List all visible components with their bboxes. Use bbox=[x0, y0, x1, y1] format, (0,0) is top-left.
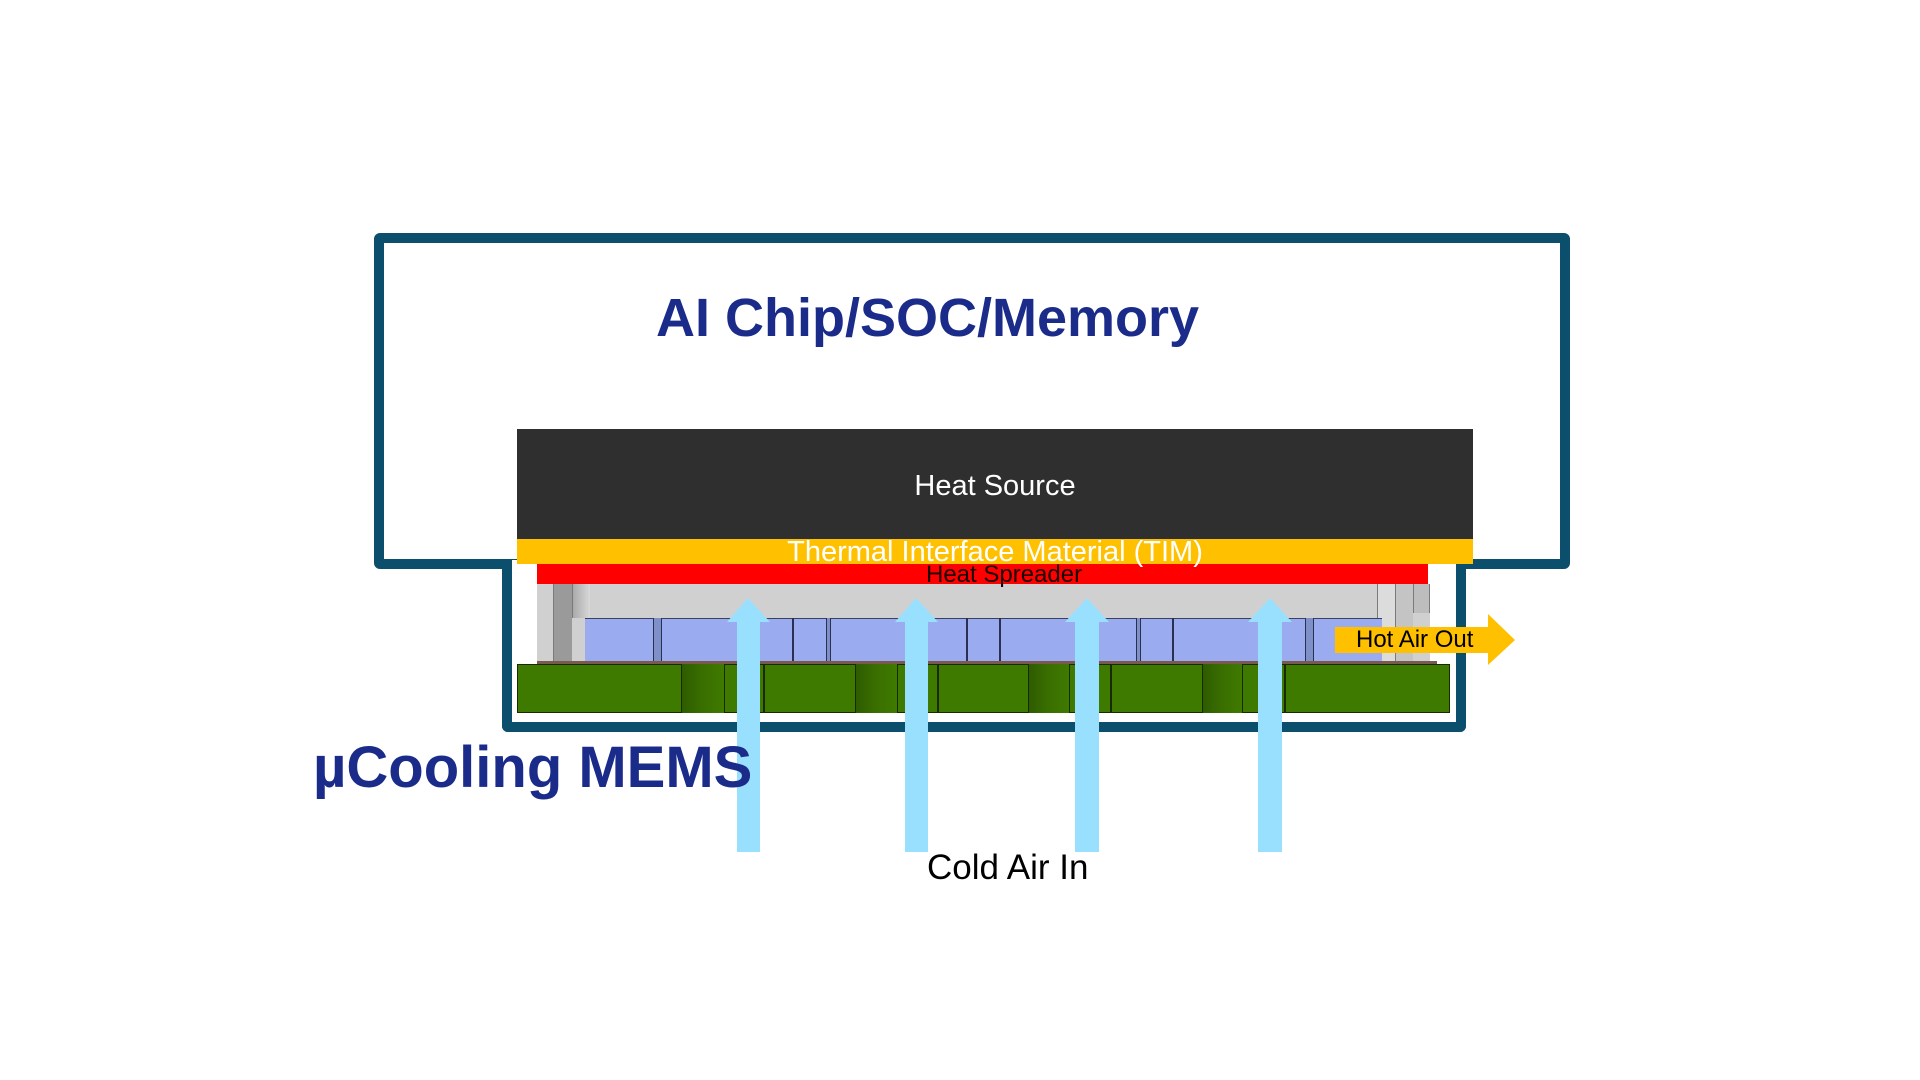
cold-air-arrow-icon bbox=[895, 598, 938, 852]
frame-step-right bbox=[1413, 584, 1430, 613]
mems-label: µCooling MEMS bbox=[313, 735, 753, 800]
actuator-divider bbox=[966, 618, 968, 663]
cold-air-arrow-icon bbox=[1248, 598, 1292, 852]
actuator-divider bbox=[653, 618, 662, 663]
actuator-divider bbox=[792, 618, 794, 663]
pcb-substrate bbox=[517, 664, 1450, 713]
tim-layer: Thermal Interface Material (TIM) bbox=[517, 536, 1473, 568]
pcb-divider bbox=[1284, 664, 1286, 713]
tim-label: Thermal Interface Material (TIM) bbox=[787, 536, 1203, 568]
cold-air-arrow-icon bbox=[1065, 598, 1109, 852]
chip-title: AI Chip/SOC/Memory bbox=[656, 288, 1200, 348]
bond-layer bbox=[537, 661, 1437, 665]
cold-air-in-label: Cold Air In bbox=[927, 848, 1089, 887]
hot-air-arrow-icon bbox=[1335, 614, 1515, 665]
heat-spreader-layer: Heat Spreader bbox=[537, 561, 1428, 588]
hot-air-out-label: Hot Air Out bbox=[1356, 626, 1474, 653]
pcb-divider bbox=[1110, 664, 1112, 713]
actuator-divider bbox=[1172, 618, 1174, 663]
pcb-via bbox=[681, 664, 725, 713]
pcb-via bbox=[855, 664, 898, 713]
cold-air-arrow-icon bbox=[727, 598, 770, 852]
heat-source-block: Heat Source bbox=[517, 429, 1473, 540]
actuator-divider bbox=[1136, 618, 1141, 663]
frame-pillar-gradient bbox=[572, 584, 590, 618]
actuator-divider bbox=[999, 618, 1001, 663]
mems-actuator-layer bbox=[585, 618, 1382, 663]
frame-pillar-left bbox=[553, 584, 572, 664]
actuator-divider bbox=[826, 618, 831, 663]
heat-source-label: Heat Source bbox=[914, 470, 1076, 502]
pcb-divider bbox=[763, 664, 765, 713]
pcb-divider bbox=[937, 664, 939, 713]
heat-spreader-label: Heat Spreader bbox=[926, 561, 1083, 588]
pcb-via bbox=[1028, 664, 1070, 713]
actuator-divider bbox=[1305, 618, 1314, 663]
pcb-via bbox=[1202, 664, 1243, 713]
